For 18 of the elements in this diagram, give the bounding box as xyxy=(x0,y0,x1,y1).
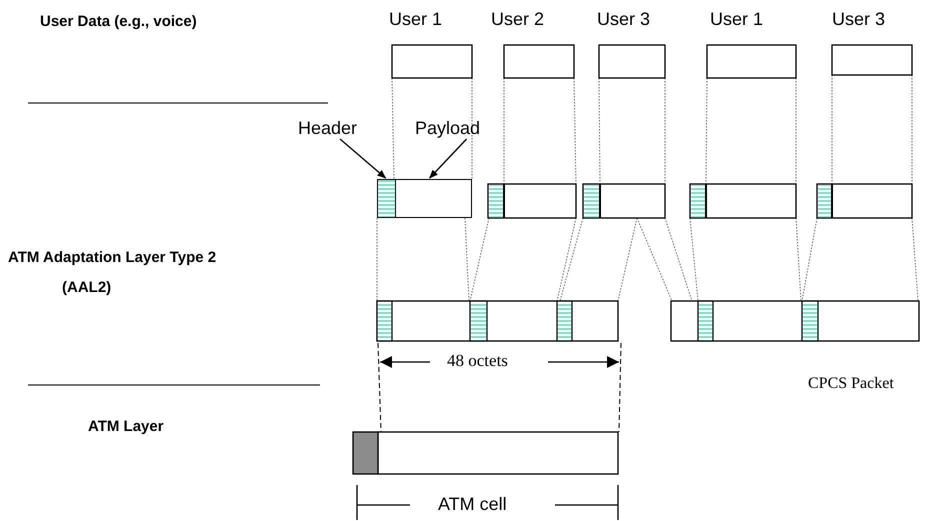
leader-arrow xyxy=(340,138,386,179)
callout-label: Payload xyxy=(415,117,501,139)
layer-title: (AAL2) xyxy=(62,279,112,296)
leader-arrow xyxy=(429,138,468,179)
user-label: User 2 xyxy=(491,9,544,30)
dimension-label: ATM cell xyxy=(438,494,507,515)
user-label: User 1 xyxy=(710,9,764,30)
header-segment xyxy=(377,179,396,218)
layer-title: ATM Layer xyxy=(88,418,164,436)
dimension-label: 48 octets xyxy=(447,351,508,371)
user-label: User 3 xyxy=(597,9,650,30)
callout-label: Header xyxy=(298,117,368,139)
payload-segment xyxy=(395,179,472,218)
packet-label: CPCS Packet xyxy=(808,375,894,394)
layer-title: ATM Adaptation Layer Type 2 xyxy=(8,249,216,266)
layer-title: User Data (e.g., voice) xyxy=(40,13,197,30)
user-label: User 1 xyxy=(389,9,442,30)
user-label: User 3 xyxy=(832,9,886,30)
